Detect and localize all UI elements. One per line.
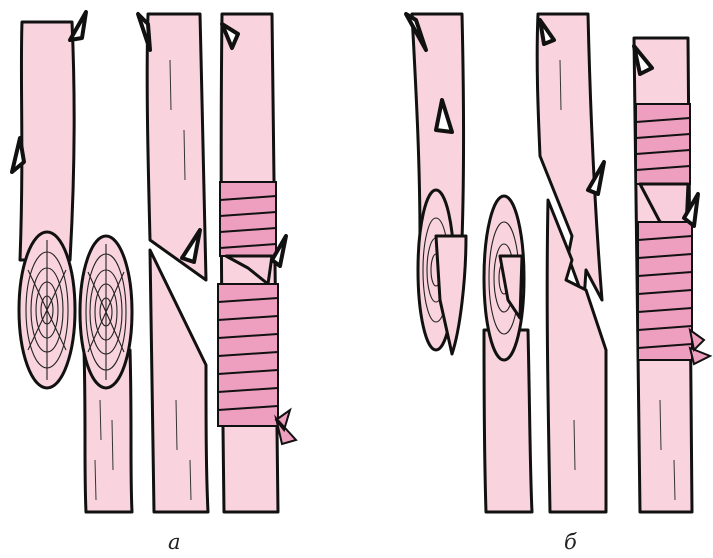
scion-stock-b3 xyxy=(537,14,606,512)
panel-b xyxy=(406,14,710,512)
scion-stock-a3 xyxy=(138,14,208,512)
scion-a1 xyxy=(12,12,86,388)
rootstock-a2 xyxy=(80,236,132,512)
scion-b1 xyxy=(406,14,466,354)
rootstock-b2 xyxy=(484,196,532,512)
wrap-band-upper xyxy=(636,104,690,184)
graft-a4-wrapped xyxy=(218,14,296,512)
wrap-band-upper xyxy=(220,182,276,256)
wrap-tail xyxy=(690,330,710,364)
graft-b4-wrapped xyxy=(634,38,710,512)
stock-a3 xyxy=(150,250,208,512)
wrap-band-lower xyxy=(218,284,278,426)
panel-label-b: б xyxy=(564,530,577,554)
panel-a xyxy=(12,12,296,512)
wrap-band-lower xyxy=(638,222,692,360)
panel-label-a: а xyxy=(168,530,181,554)
stem-a1-upper xyxy=(20,22,74,260)
